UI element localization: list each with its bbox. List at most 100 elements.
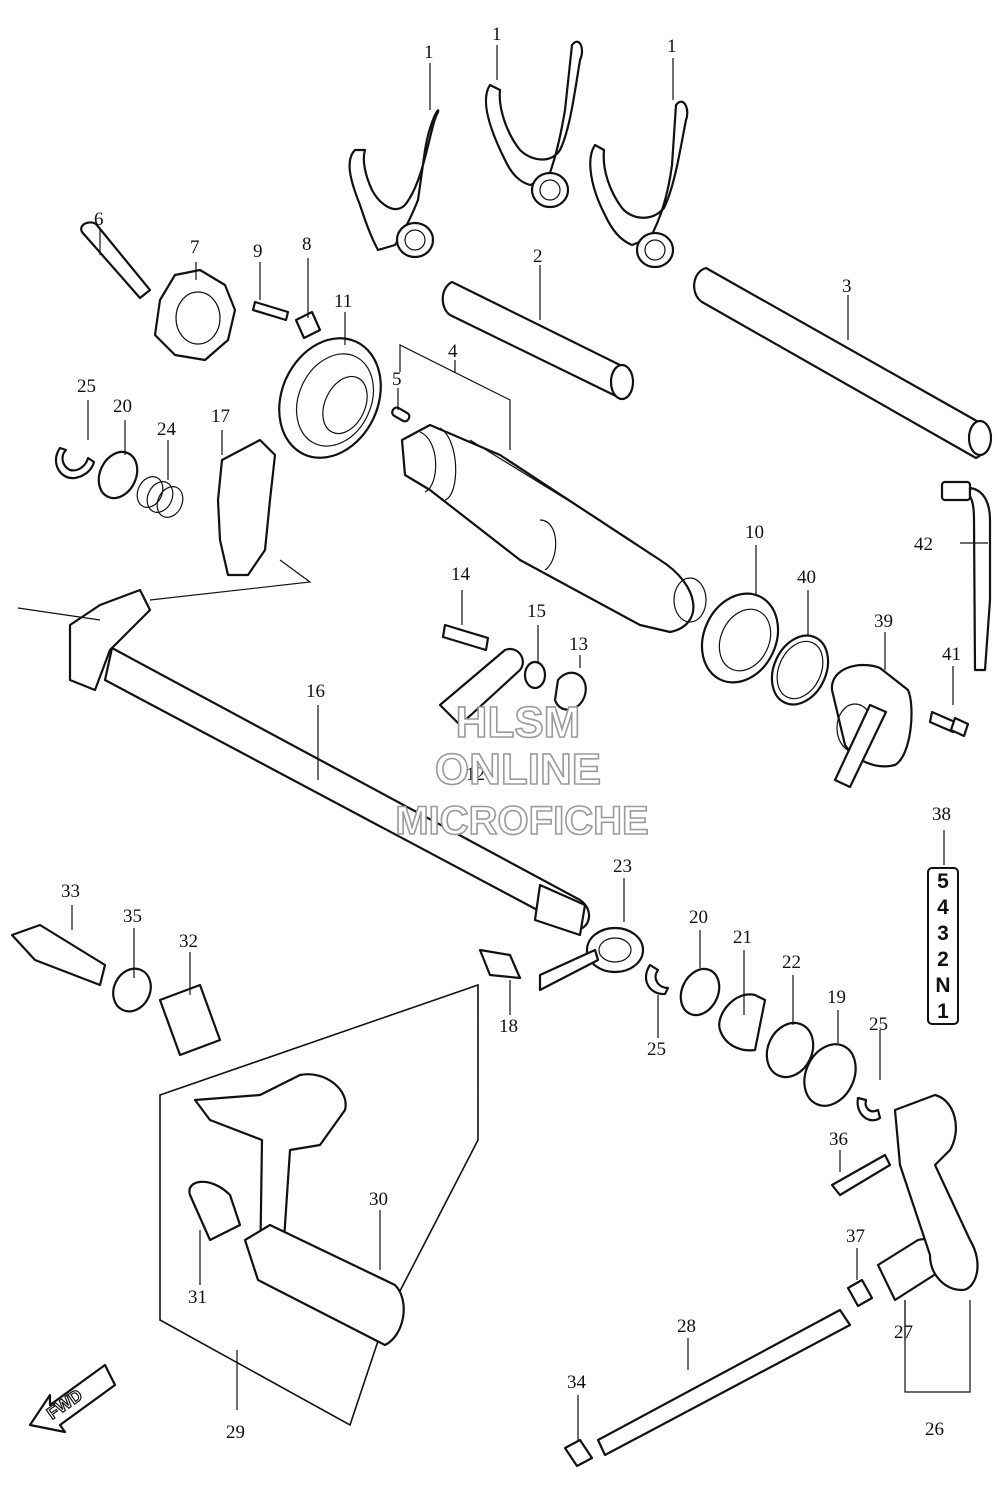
label-24: 24 (157, 419, 177, 440)
label-fork-b: 1 (492, 24, 502, 45)
return-spring-23 (538, 926, 645, 992)
screw-41 (928, 710, 970, 738)
watermark-line-3: MICROFICHE (395, 799, 648, 843)
needle-bearing-21 (718, 993, 767, 1052)
circlip-25a (54, 446, 96, 480)
shift-fork-1a (348, 109, 440, 259)
label-8: 8 (302, 234, 312, 255)
washer-8 (294, 310, 322, 340)
label-11: 11 (334, 291, 352, 312)
lever-12 (438, 647, 524, 727)
label-20b: 20 (689, 907, 708, 928)
fwd-badge: FWD (28, 1363, 117, 1434)
label-38: 38 (932, 804, 951, 825)
label-16: 16 (306, 681, 325, 702)
gear-indicator-frame (927, 867, 959, 1025)
label-20a: 20 (113, 396, 132, 417)
part-labels: 1 1 1 2 3 4 5 6 7 8 9 10 11 12 13 14 15 … (61, 24, 961, 1443)
label-30: 30 (369, 1189, 388, 1210)
oil-seal-22 (765, 1021, 815, 1079)
bolt-18 (478, 948, 522, 980)
label-31: 31 (188, 1287, 207, 1308)
label-17: 17 (211, 406, 230, 427)
label-26: 26 (925, 1419, 944, 1440)
label-5: 5 (392, 369, 402, 390)
gear-indicator-item: 5 (937, 870, 949, 893)
leader-26 (904, 1300, 971, 1393)
screw-9 (251, 300, 290, 322)
label-32: 32 (179, 931, 198, 952)
watermark: HLSM ONLINE MICROFICHE (395, 697, 650, 844)
shift-fork-1c (589, 100, 689, 269)
wire-harness-42 (940, 480, 992, 672)
label-19: 19 (827, 987, 846, 1008)
spring-13 (553, 671, 587, 711)
shift-fork-1b (484, 40, 584, 209)
bearing-11 (278, 337, 382, 459)
label-10: 10 (745, 522, 764, 543)
leader-assembly (17, 559, 312, 621)
bolt-6 (80, 221, 152, 300)
label-9: 9 (253, 241, 263, 262)
washer-15 (523, 660, 547, 690)
stopper-plate-17 (216, 438, 277, 577)
watermark-line-2: ONLINE (435, 745, 601, 794)
label-fork-a: 1 (424, 42, 434, 63)
gear-indicator-item: N (935, 974, 950, 997)
label-25b: 25 (647, 1039, 666, 1060)
washer-35 (112, 967, 152, 1013)
label-18: 18 (499, 1016, 518, 1037)
label-40: 40 (797, 567, 816, 588)
gear-indicator-item: 2 (937, 948, 949, 971)
label-3: 3 (842, 276, 852, 297)
ring-20b (679, 967, 721, 1017)
label-7: 7 (190, 237, 200, 258)
label-23: 23 (613, 856, 632, 877)
label-14: 14 (451, 564, 471, 585)
label-27: 27 (894, 1322, 913, 1343)
bearing-10 (700, 592, 780, 684)
gear-indicator-item: 1 (937, 1000, 949, 1023)
gear-indicator-item: 3 (937, 922, 949, 945)
label-34: 34 (567, 1372, 587, 1393)
spring-24 (136, 476, 184, 518)
label-28: 28 (677, 1316, 696, 1337)
leader-lines (71, 45, 988, 1440)
bolt-14 (441, 623, 490, 652)
bolt-36 (830, 1153, 892, 1197)
label-15: 15 (527, 601, 546, 622)
leader-drum (399, 344, 511, 450)
gear-indicator-item: 4 (937, 896, 949, 919)
label-25c: 25 (869, 1014, 888, 1035)
nut-34 (563, 1438, 594, 1468)
label-6: 6 (94, 209, 104, 230)
label-36: 36 (829, 1129, 848, 1150)
circlip-25c (856, 1096, 882, 1122)
rod-28 (596, 1308, 852, 1457)
shift-pedal-29 (188, 1073, 405, 1347)
label-22: 22 (782, 952, 801, 973)
nut-37 (846, 1278, 874, 1308)
bolt-33 (10, 923, 107, 987)
label-33: 33 (61, 881, 80, 902)
fork-shaft-2 (441, 280, 635, 401)
gear-position-switch-39 (830, 663, 913, 789)
shift-drum-4 (400, 423, 707, 634)
label-35: 35 (123, 906, 142, 927)
label-37: 37 (846, 1226, 865, 1247)
fork-shaft-3 (693, 266, 993, 460)
label-41: 41 (942, 644, 961, 665)
gear-shift-shaft-16 (68, 588, 591, 937)
washer-19 (803, 1043, 857, 1107)
gear-indicator-38: 5 4 3 2N 1 (927, 867, 959, 1025)
label-39: 39 (874, 611, 893, 632)
watermark-line-1: HLSM (456, 698, 581, 747)
label-4: 4 (448, 341, 458, 362)
label-2: 2 (533, 246, 543, 267)
label-21: 21 (733, 927, 752, 948)
label-12: 12 (466, 764, 485, 785)
cam-7 (153, 268, 237, 362)
label-25a: 25 (77, 376, 96, 397)
pin-5 (391, 406, 411, 423)
